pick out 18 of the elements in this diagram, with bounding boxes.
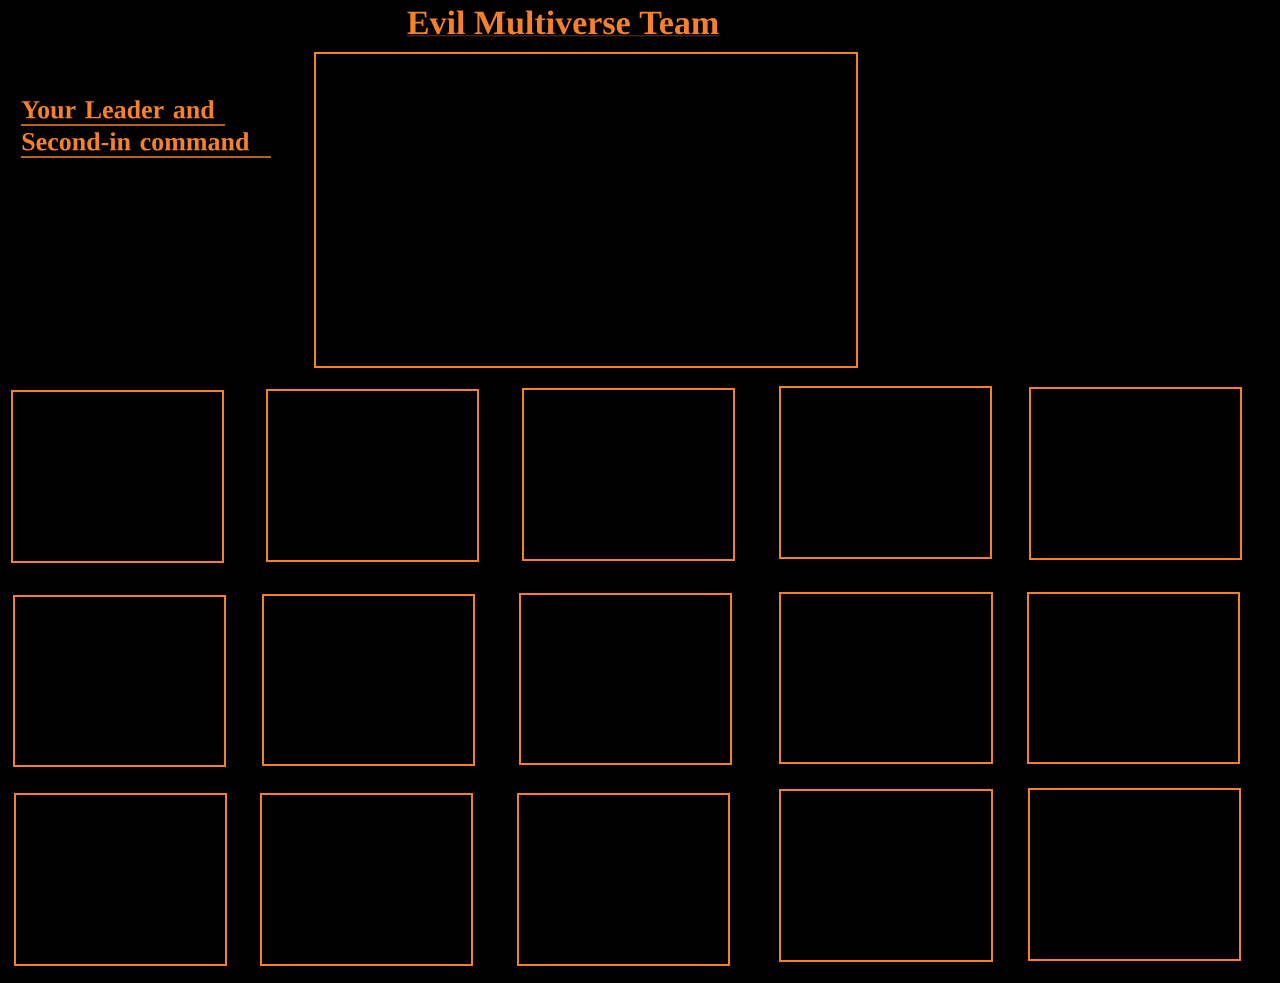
empty-box (14, 793, 227, 966)
empty-box (522, 388, 735, 561)
empty-box (11, 390, 224, 563)
empty-box (519, 593, 732, 765)
empty-box (779, 592, 993, 764)
empty-box (13, 595, 226, 767)
empty-box (1029, 387, 1242, 560)
empty-box (517, 793, 730, 966)
heading-note: Your Leader and Second-in command (20, 100, 272, 158)
empty-box (1028, 788, 1241, 961)
empty-box (779, 789, 993, 962)
title: Evil Multiverse Team (406, 10, 720, 36)
empty-box (266, 389, 479, 562)
empty-box (314, 52, 858, 368)
empty-box (262, 594, 475, 766)
empty-box (1027, 592, 1240, 764)
empty-box (779, 386, 992, 559)
empty-box (260, 793, 473, 966)
